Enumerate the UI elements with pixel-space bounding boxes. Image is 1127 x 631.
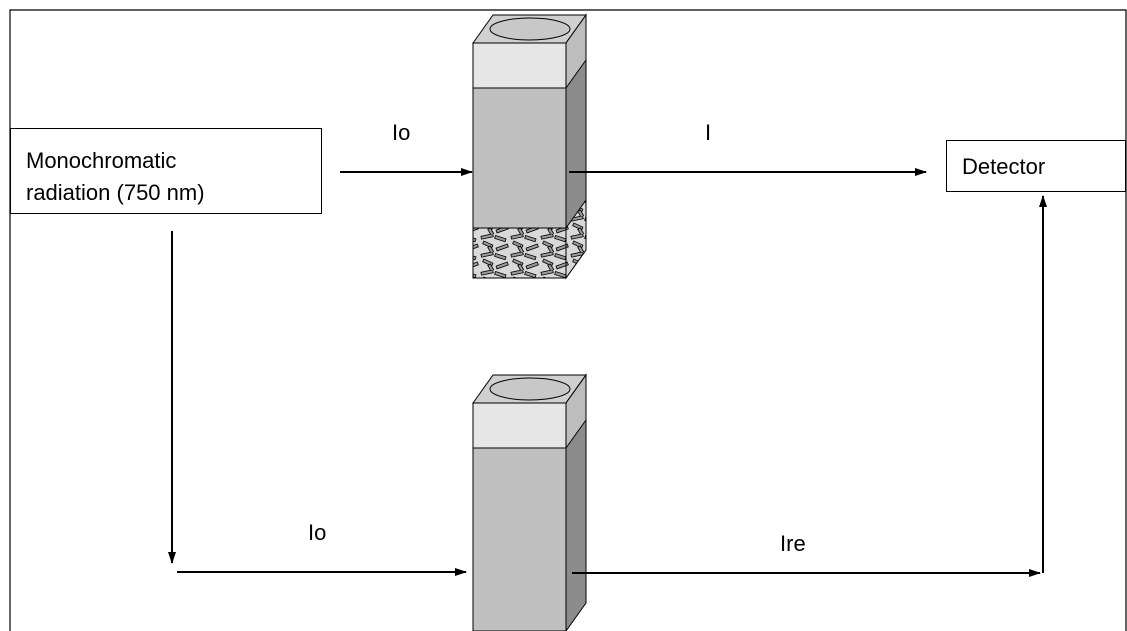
label-ire: Ire xyxy=(780,531,806,556)
detector-label: Detector xyxy=(962,154,1046,179)
reference-cuvette xyxy=(472,373,587,631)
sample-cuvette-cap xyxy=(472,42,567,89)
sample-cuvette-opening xyxy=(489,17,571,41)
label-i-transmitted: I xyxy=(705,120,712,145)
sample-cuvette xyxy=(472,13,587,280)
reference-cuvette-cap xyxy=(472,402,567,449)
label-io-top: Io xyxy=(392,120,411,145)
detector-box: Detector xyxy=(946,140,1126,192)
sample-cuvette-sediment xyxy=(472,227,567,279)
sample-cuvette-sediment-side xyxy=(565,198,587,280)
label-io-bottom: Io xyxy=(308,520,327,545)
reference-cuvette-solution xyxy=(472,447,567,631)
source-label-line2: radiation (750 nm) xyxy=(26,180,205,205)
radiation-source-box: Monochromatic radiation (750 nm) xyxy=(10,128,322,214)
sample-cuvette-solution xyxy=(472,87,567,229)
outer-frame xyxy=(9,9,1127,631)
source-label-line1: Monochromatic xyxy=(26,148,177,173)
reference-cuvette-opening xyxy=(489,377,571,401)
